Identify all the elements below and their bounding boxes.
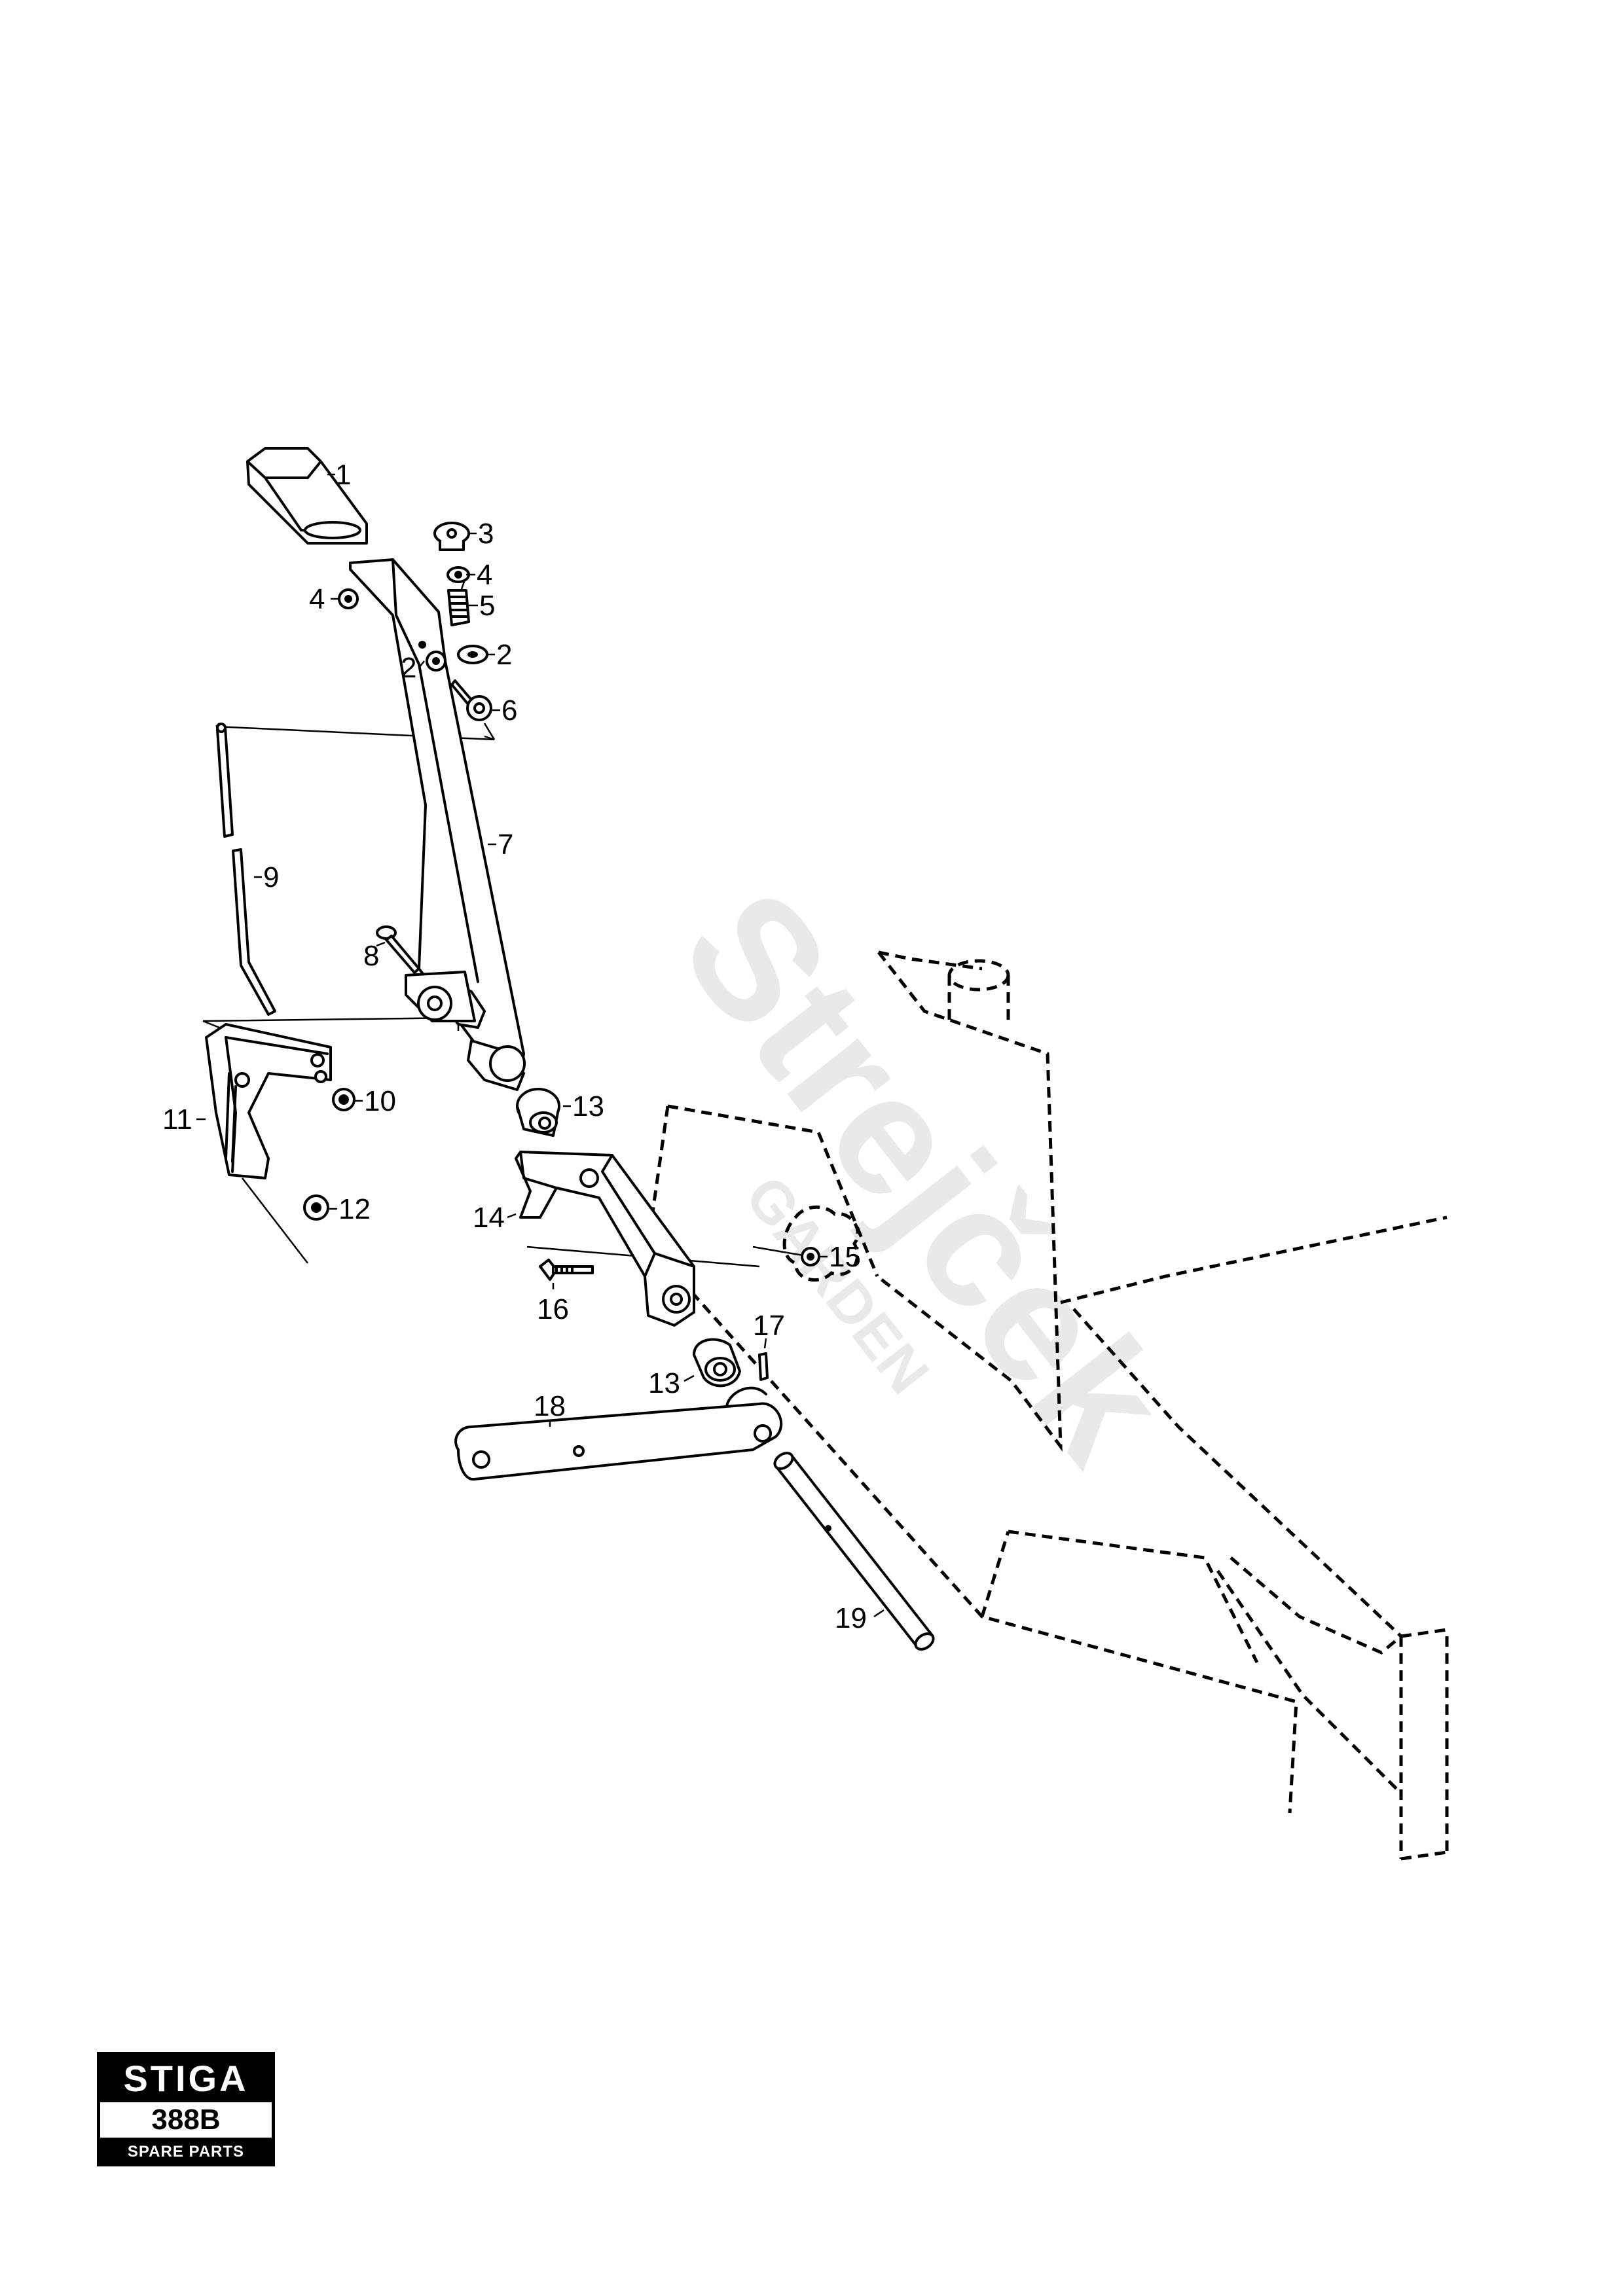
callout-4-left: 4	[309, 583, 325, 615]
callout-ticks	[196, 473, 884, 1618]
part-17-pin	[758, 1352, 769, 1381]
part-4-nut-top	[447, 566, 470, 583]
callout-8: 8	[363, 940, 379, 972]
callout-2-left: 2	[401, 652, 416, 684]
logo-caption: SPARE PARTS	[100, 2141, 272, 2163]
logo-model: 388B	[100, 2102, 272, 2141]
part-2-washer-right	[457, 645, 488, 664]
part-3-cap	[433, 522, 470, 551]
callout-12: 12	[338, 1193, 371, 1225]
callout-5: 5	[479, 590, 495, 622]
part-12-nut	[303, 1194, 329, 1221]
part-11-pedal	[205, 1023, 332, 1179]
callout-15: 15	[829, 1241, 861, 1273]
part-13-bushing-upper	[516, 1088, 560, 1137]
part-1-handle-grip	[246, 447, 368, 545]
callout-14: 14	[473, 1202, 505, 1234]
part-5-spring	[447, 589, 470, 626]
callout-13-upper: 13	[572, 1090, 604, 1122]
callout-6: 6	[501, 694, 517, 726]
part-7-lever-arm	[349, 558, 526, 1091]
callout-16: 16	[537, 1293, 569, 1325]
part-16-bolt	[539, 1259, 594, 1281]
part-13-bushing-lower	[693, 1338, 741, 1388]
part-10-nut	[332, 1088, 356, 1111]
callout-18: 18	[534, 1390, 566, 1422]
callout-1: 1	[335, 459, 351, 491]
part-2-washer-left	[426, 651, 447, 672]
callout-17: 17	[753, 1310, 785, 1342]
part-8-bolt	[376, 925, 420, 974]
part-9-rod	[216, 723, 276, 1016]
callout-13-lower: 13	[648, 1367, 680, 1399]
part-19-shaft	[773, 1452, 935, 1651]
part-6-bolt	[450, 679, 492, 721]
callout-4-top: 4	[477, 559, 492, 591]
callout-11: 11	[162, 1103, 192, 1136]
part-4-nut-left	[338, 588, 359, 609]
callout-2-right: 2	[496, 639, 512, 671]
callout-labels: 1 3 4 4 5 2 2 6 7 9 8 13 10 11 12 14 15 …	[162, 459, 867, 1634]
frame-outline	[646, 950, 1449, 1861]
logo-brand: STIGA	[100, 2055, 272, 2102]
part-18-link-arm	[454, 1386, 783, 1481]
callout-10: 10	[364, 1085, 396, 1117]
callout-7: 7	[498, 829, 513, 861]
stiga-logo: STIGA 388B SPARE PARTS	[97, 2052, 275, 2166]
callout-19: 19	[835, 1602, 867, 1634]
part-15-nut	[801, 1247, 820, 1266]
callout-3: 3	[478, 518, 494, 550]
callout-9: 9	[263, 861, 279, 893]
part-14-bracket	[515, 1151, 695, 1327]
